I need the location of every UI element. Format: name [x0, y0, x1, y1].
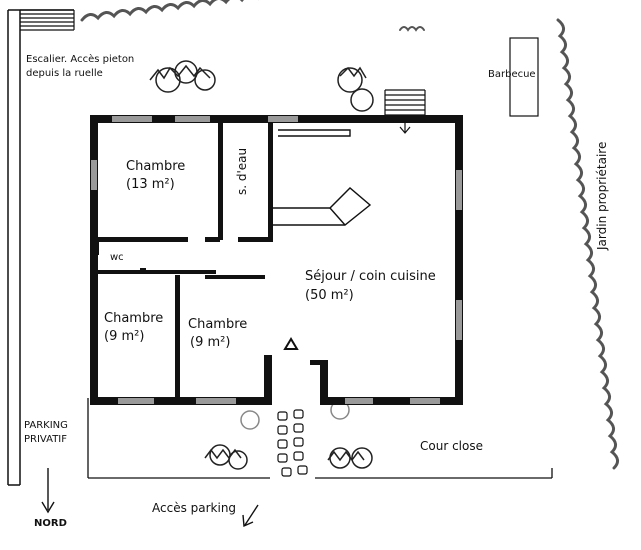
parking-label-line2: PRIVATIF [24, 434, 67, 445]
courtyard-label: Cour close [420, 439, 483, 453]
room-chambre-9b-area: (9 m²) [190, 335, 230, 350]
interior-walls [96, 122, 273, 397]
parking-label-line1: PARKING [24, 420, 68, 431]
room-wc: wc [110, 252, 124, 263]
room-chambre-13-area: (13 m²) [126, 177, 175, 192]
garden-label: Jardin propriétaire [595, 142, 609, 251]
north-label: NORD [34, 518, 67, 529]
stairs-label-line1: Escalier. Accès pieton [26, 53, 134, 65]
left-lane [7, 9, 74, 486]
parking-access-arrow [242, 504, 259, 528]
room-chambre-9a-name: Chambre [104, 311, 163, 326]
courtyard-fence [87, 398, 553, 479]
stairs-label-line2: depuis la ruelle [26, 68, 103, 79]
north-arrow [41, 468, 55, 514]
hedge-boundary [80, 0, 619, 470]
room-chambre-9a-area: (9 m²) [104, 329, 144, 344]
parking-access-label: Accès parking [152, 501, 236, 515]
kitchen-counter [272, 129, 372, 226]
barbecue-box [509, 37, 539, 117]
shrubs [149, 60, 374, 470]
room-chambre-13-name: Chambre [126, 159, 185, 174]
windows [91, 116, 462, 404]
stairs-house [384, 89, 426, 134]
stepping-stones [277, 409, 308, 477]
barbecue-label: Barbecue [488, 69, 536, 80]
room-chambre-9b-name: Chambre [188, 317, 247, 332]
room-salle-eau: s. d'eau [235, 148, 249, 195]
stairs-top-left [20, 9, 75, 31]
room-sejour-area: (50 m²) [305, 288, 354, 303]
entrance-marker [283, 337, 299, 350]
room-sejour-name: Séjour / coin cuisine [305, 269, 436, 284]
